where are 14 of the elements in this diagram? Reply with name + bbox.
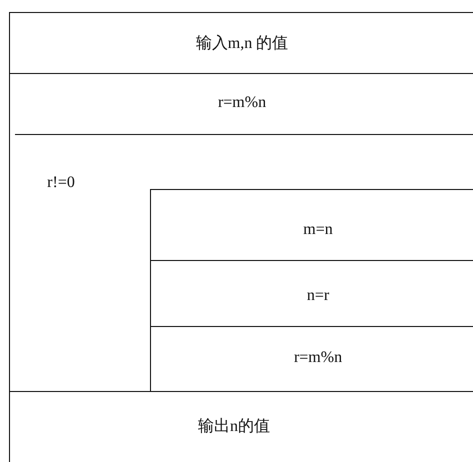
statement-text: r=m%n	[294, 348, 342, 368]
loop-block	[9, 134, 473, 391]
condition-text: r!=0	[47, 173, 75, 193]
statement-text: r=m%n	[218, 93, 266, 113]
statement-text: 输入m,n 的值	[196, 34, 288, 54]
process-block	[9, 12, 473, 73]
process-block	[150, 260, 473, 326]
statement-text: m=n	[303, 220, 333, 240]
process-block	[150, 189, 473, 260]
statement-text: n=r	[306, 286, 330, 306]
process-block	[9, 391, 473, 462]
statement-text: 输出n的值	[198, 417, 270, 437]
process-block	[150, 326, 473, 391]
process-block	[9, 73, 473, 134]
